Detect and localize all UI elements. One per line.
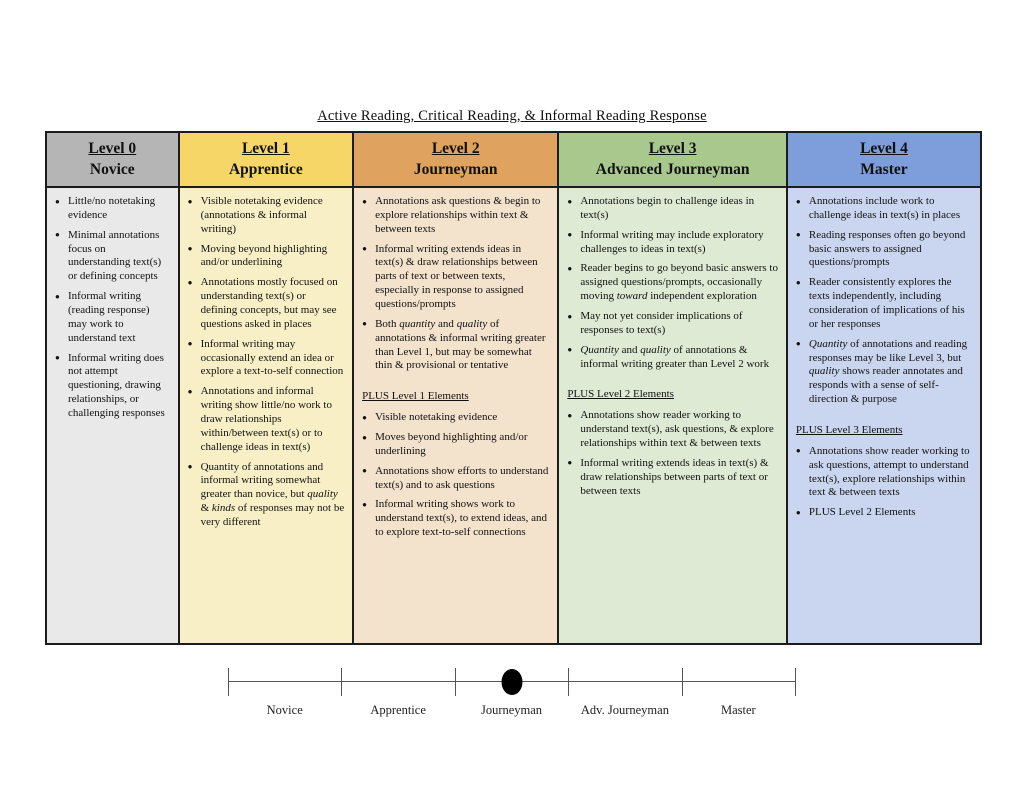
current-level-marker [501, 669, 522, 695]
criteria-list: Annotations include work to challenge id… [796, 195, 973, 407]
level-label: Level 4 [860, 139, 908, 157]
column-body-novice: Little/no notetaking evidenceMinimal ann… [47, 188, 178, 643]
column-body-master: Annotations include work to challenge id… [787, 188, 980, 643]
criterion-item: Annotations mostly focused on understand… [188, 276, 345, 331]
rubric-column-novice: Level 0 NoviceLittle/no notetaking eviden… [47, 133, 178, 643]
scale-tick [795, 668, 796, 696]
criteria-list: Annotations show reader working to ask q… [796, 445, 973, 520]
criterion-item: Visible notetaking evidence (annotations… [188, 195, 345, 237]
criterion-item: Annotations show reader working to ask q… [796, 445, 973, 500]
criterion-item: Annotations begin to challenge ideas in … [567, 195, 779, 223]
criterion-item: Little/no notetaking evidence [55, 195, 171, 223]
scale-labels: Novice Apprentice Journeyman Adv. Journeyma… [228, 703, 795, 718]
criterion-item: Reader begins to go beyond basic answers… [567, 262, 779, 304]
criterion-item: Visible notetaking evidence [362, 411, 550, 425]
criterion-item: Annotations show efforts to understand t… [362, 465, 550, 493]
criterion-item: Informal writing does not attempt questi… [55, 352, 171, 421]
column-body-advanced-journeyman: Annotations begin to challenge ideas in … [559, 188, 786, 643]
criterion-item: Quantity and quality of annotations & in… [567, 344, 779, 372]
criterion-item: Reading responses often go beyond basic … [796, 229, 973, 271]
plus-elements-heading: PLUS Level 2 Elements [567, 388, 674, 401]
level-label: Level 0 [88, 139, 137, 157]
scale-axis [228, 666, 796, 698]
criterion-item: Informal writing shows work to understan… [362, 498, 550, 540]
mastery-scale: Novice Apprentice Journeyman Adv. Journeyma… [228, 666, 796, 718]
criterion-item: Moves beyond highlighting and/or underli… [362, 431, 550, 459]
level-name: Journeyman [413, 160, 498, 178]
criterion-item: Informal writing extends ideas in text(s… [362, 243, 550, 312]
rubric-column-advanced-journeyman: Level 3 Advanced JourneymanAnnotations be… [557, 133, 786, 643]
scale-tick [341, 668, 343, 696]
level-name: Advanced Journeyman [595, 160, 750, 178]
column-header-novice: Level 0 Novice [47, 133, 178, 188]
level-label: Level 1 [241, 139, 290, 157]
level-name: Master [860, 160, 908, 178]
level-label: Level 2 [431, 139, 480, 157]
column-header-apprentice: Level 1 Apprentice [179, 133, 353, 188]
criterion-item: Quantity of annotations and reading resp… [796, 338, 973, 407]
criteria-list: Visible notetaking evidenceMoves beyond … [362, 411, 550, 540]
criteria-list: Annotations begin to challenge ideas in … [567, 195, 779, 371]
criterion-item: Informal writing may occasionally extend… [188, 338, 345, 380]
scale-tick [681, 668, 683, 696]
criterion-item: Reader consistently explores the texts i… [796, 276, 973, 331]
criterion-item: Annotations ask questions & begin to exp… [362, 195, 550, 237]
criterion-item: Minimal annotations focus on understandi… [55, 229, 171, 284]
criterion-item: Informal writing may include exploratory… [567, 229, 779, 257]
rubric-column-journeyman: Level 2 JourneymanAnnotations ask questio… [352, 133, 558, 643]
criteria-list: Little/no notetaking evidenceMinimal ann… [55, 195, 171, 421]
criterion-item: Moving beyond highlighting and/or underl… [188, 243, 345, 271]
criterion-item: Informal writing extends ideas in text(s… [567, 457, 779, 499]
criterion-item: Annotations and informal writing show li… [188, 385, 345, 454]
scale-label-novice: Novice [266, 703, 303, 717]
level-label: Level 3 [648, 139, 697, 157]
rubric-column-apprentice: Level 1 ApprenticeVisible notetaking evid… [177, 133, 353, 643]
criteria-list: Annotations show reader working to under… [567, 409, 779, 498]
level-name: Apprentice [228, 160, 303, 178]
column-body-apprentice: Visible notetaking evidence (annotations… [179, 188, 353, 643]
page-title: Active Reading, Critical Reading, & Info… [317, 108, 707, 124]
criterion-item: PLUS Level 2 Elements [796, 506, 973, 520]
scale-label-adv-journeyman: Adv. Journeyman [580, 703, 669, 717]
scale-tick [228, 668, 229, 696]
rubric-table: Level 0 NoviceLittle/no notetaking eviden… [45, 131, 982, 645]
scale-tick [454, 668, 456, 696]
scale-tick [568, 668, 570, 696]
criteria-list: Annotations ask questions & begin to exp… [362, 195, 550, 373]
rubric-column-master: Level 4 MasterAnnotations include work to… [785, 133, 980, 643]
criterion-item: Informal writing (reading response) may … [55, 290, 171, 345]
criterion-item: Both quantity and quality of annotations… [362, 318, 550, 373]
scale-label-master: Master [720, 703, 756, 717]
plus-elements-heading: PLUS Level 1 Elements [362, 390, 469, 403]
level-name: Novice [89, 160, 135, 178]
scale-label-apprentice: Apprentice [370, 703, 426, 717]
column-body-journeyman: Annotations ask questions & begin to exp… [354, 188, 558, 643]
criteria-list: Visible notetaking evidence (annotations… [188, 195, 345, 530]
criterion-item: Annotations include work to challenge id… [796, 195, 973, 223]
column-header-journeyman: Level 2 Journeyman [354, 133, 558, 188]
column-header-advanced-journeyman: Level 3 Advanced Journeyman [559, 133, 786, 188]
criterion-item: Annotations show reader working to under… [567, 409, 779, 451]
criterion-item: May not yet consider implications of res… [567, 310, 779, 338]
plus-elements-heading: PLUS Level 3 Elements [795, 424, 903, 437]
scale-label-journeyman: Journeyman [480, 703, 543, 717]
criterion-item: Quantity of annotations and informal wri… [188, 461, 345, 530]
column-header-master: Level 4 Master [787, 133, 980, 188]
